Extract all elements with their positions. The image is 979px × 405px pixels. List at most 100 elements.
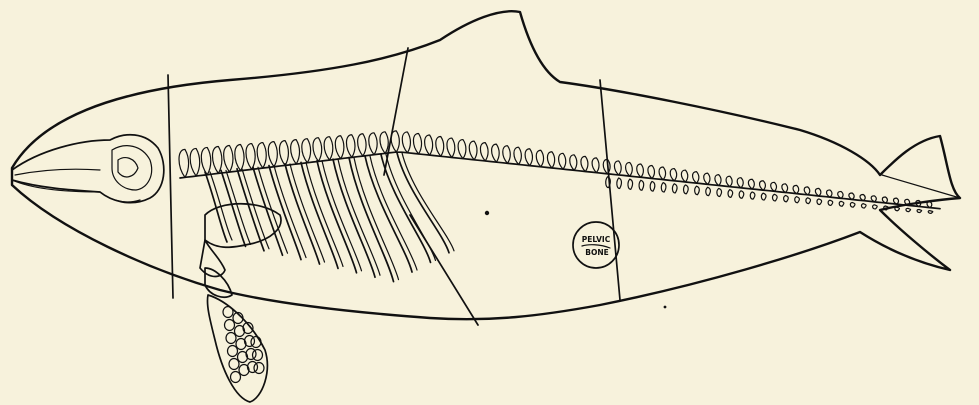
vertebral-spine	[782, 184, 788, 193]
chevron-bone	[817, 199, 822, 205]
vertebral-spine	[480, 143, 488, 161]
vertebral-spine	[224, 145, 233, 172]
vertebral-spine	[335, 136, 344, 159]
vertebral-spine	[425, 135, 433, 155]
vertebral-spine	[726, 176, 732, 186]
vertebral-spine	[748, 179, 754, 189]
chevron-bone	[717, 188, 722, 196]
pelvic-bone-circle: PELVIC BONE	[573, 222, 619, 268]
vertebral-spine	[179, 149, 189, 177]
vertebral-spine	[358, 134, 366, 156]
chevron-bone	[639, 180, 644, 190]
phalanx-bone	[231, 372, 241, 383]
vertebral-spine	[268, 142, 277, 167]
phalanx-bone	[253, 350, 263, 361]
vertebral-spine	[581, 156, 588, 171]
vertebral-spine	[279, 141, 288, 166]
vertebral-spine	[402, 132, 410, 153]
phalanx-bone	[223, 307, 233, 318]
vertebral-spine	[503, 146, 511, 164]
rib-edge	[402, 153, 454, 251]
phalanx-bone	[229, 359, 239, 370]
vertebral-column	[179, 131, 940, 214]
chevron-bone	[739, 191, 744, 198]
chevron-bone	[906, 208, 911, 211]
bone-label: BONE	[585, 248, 609, 257]
vertebral-spine	[291, 140, 300, 164]
vertebral-spine	[201, 147, 210, 174]
vertebral-spine	[670, 169, 676, 181]
vertebral-spine	[346, 135, 355, 158]
chevron-bone	[684, 185, 689, 194]
chevron-bone	[695, 186, 700, 195]
vertebral-spine	[469, 141, 477, 160]
section-lines	[168, 48, 960, 325]
phalanx-bone	[226, 333, 236, 344]
rib-cage	[205, 153, 454, 282]
rib-edge	[354, 158, 399, 280]
vertebral-spine	[614, 161, 621, 175]
vertebral-spine	[804, 187, 810, 195]
vertebral-spine	[637, 164, 644, 177]
vertebral-spine	[693, 172, 699, 184]
vertebral-spine	[659, 167, 666, 180]
chevron-bone	[761, 193, 766, 200]
vertebral-spine	[235, 145, 244, 171]
rib-edge	[290, 164, 325, 262]
chevron-bone	[828, 200, 833, 205]
chevron-bone	[839, 201, 844, 206]
skull	[12, 135, 164, 203]
rib-edge	[242, 169, 269, 249]
chevron-bone	[806, 198, 811, 204]
vertebral-spine	[458, 140, 466, 159]
vertebral-spine	[704, 173, 710, 184]
vertebral-spine	[570, 155, 577, 170]
vertebral-spine	[648, 166, 655, 179]
chevron-bone	[773, 194, 778, 201]
vertebral-spine	[313, 138, 322, 162]
vertebral-spine	[715, 175, 721, 186]
chevron-bone	[784, 195, 789, 201]
chevron-bone	[672, 184, 677, 193]
vertebral-spine	[380, 132, 388, 154]
chevron-bone	[917, 209, 922, 212]
vertebral-spine	[391, 131, 399, 152]
vertebral-spine	[525, 149, 532, 166]
ink-speck	[485, 211, 489, 215]
vertebral-spine	[447, 138, 455, 157]
vertebral-spine	[737, 178, 743, 188]
vertebral-spine	[771, 182, 777, 191]
vertebral-spine	[681, 170, 687, 182]
vertebral-spine	[302, 139, 311, 163]
chevron-bone	[928, 211, 933, 214]
vertebral-spine	[324, 137, 333, 160]
vertebral-spine	[559, 153, 566, 169]
chevron-bone	[895, 207, 900, 211]
vertebral-spine	[793, 185, 799, 193]
vertebral-spine	[246, 144, 255, 170]
vertebral-spine	[436, 137, 444, 157]
phalanx-bone	[228, 346, 238, 357]
chevron-bone	[728, 190, 733, 198]
pelvic-label: PELVIC	[582, 235, 611, 244]
vertebral-spine	[212, 146, 221, 173]
phalanx-bone	[254, 363, 264, 374]
ink-speck	[664, 306, 667, 309]
vertebral-spine	[626, 162, 633, 176]
vertebral-spine	[492, 144, 500, 162]
chevron-bone	[628, 179, 633, 189]
vertebral-spine	[514, 147, 521, 164]
chevron-bone	[617, 178, 622, 189]
chevron-bone	[661, 183, 666, 192]
vertebral-spine	[413, 133, 421, 153]
chevron-bone	[873, 205, 878, 209]
phalanx-bone	[225, 320, 235, 331]
phalanges	[223, 307, 264, 383]
vertebral-spine	[369, 133, 377, 155]
vertebral-spine	[257, 143, 266, 168]
body-outline	[12, 11, 960, 319]
vertebral-spine	[815, 188, 821, 196]
rib	[237, 169, 264, 251]
vertebral-spine	[592, 158, 599, 173]
